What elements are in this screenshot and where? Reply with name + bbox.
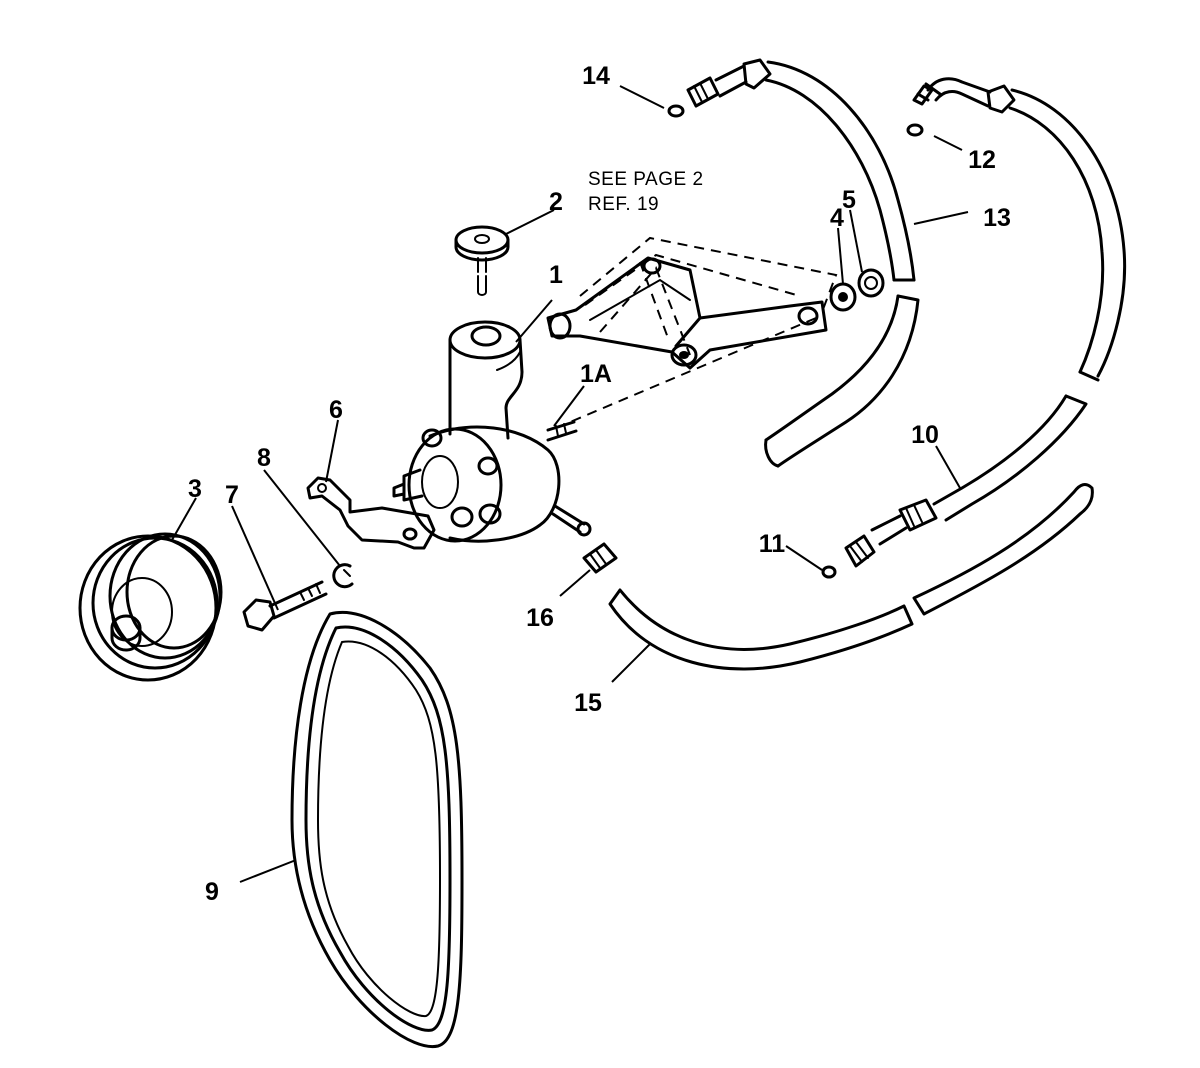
part-14-o-ring	[667, 104, 685, 118]
part-10-hose	[844, 77, 1127, 568]
part-1-power-steering-pump	[392, 320, 592, 543]
callout-13: 13	[983, 204, 1011, 232]
callout-7: 7	[225, 481, 239, 509]
part-12-o-ring	[906, 123, 924, 137]
callout-5: 5	[842, 186, 856, 214]
part-13-hose	[686, 58, 920, 468]
callout-14: 14	[582, 62, 610, 90]
part-16-fitting	[582, 542, 618, 574]
part-3-pulley	[78, 532, 223, 682]
part-2-reservoir-cap	[454, 225, 510, 296]
callout-11: 11	[759, 530, 786, 558]
part-7-bolt	[242, 580, 328, 632]
part-8-lock-washer	[332, 563, 354, 589]
callout-1: 1	[549, 261, 563, 289]
part-5-nut	[857, 268, 885, 298]
callout-6: 6	[329, 396, 343, 424]
leader-lines	[171, 85, 969, 883]
part-4-washer	[829, 282, 857, 312]
mounting-bracket	[546, 236, 838, 429]
callouts: 1 1A 2 3 4 5 6 7 8 9 10 11 12 13 14 15 1…	[188, 62, 1011, 906]
callout-2: 2	[549, 188, 563, 216]
callout-1a: 1A	[580, 360, 612, 388]
callout-4: 4	[830, 204, 844, 232]
callout-12: 12	[968, 146, 996, 174]
callout-9: 9	[205, 878, 219, 906]
callout-10: 10	[911, 421, 939, 449]
callout-8: 8	[257, 444, 271, 472]
note-line-1: SEE PAGE 2	[588, 169, 704, 190]
callout-3: 3	[188, 475, 202, 503]
part-11-o-ring	[821, 565, 837, 579]
callout-15: 15	[574, 689, 602, 717]
part-6-adjusting-bracket	[306, 476, 436, 550]
part-9-drive-belt	[290, 611, 464, 1049]
part-15-hose	[608, 483, 1094, 671]
note-line-2: REF. 19	[588, 194, 659, 215]
callout-16: 16	[526, 604, 554, 632]
